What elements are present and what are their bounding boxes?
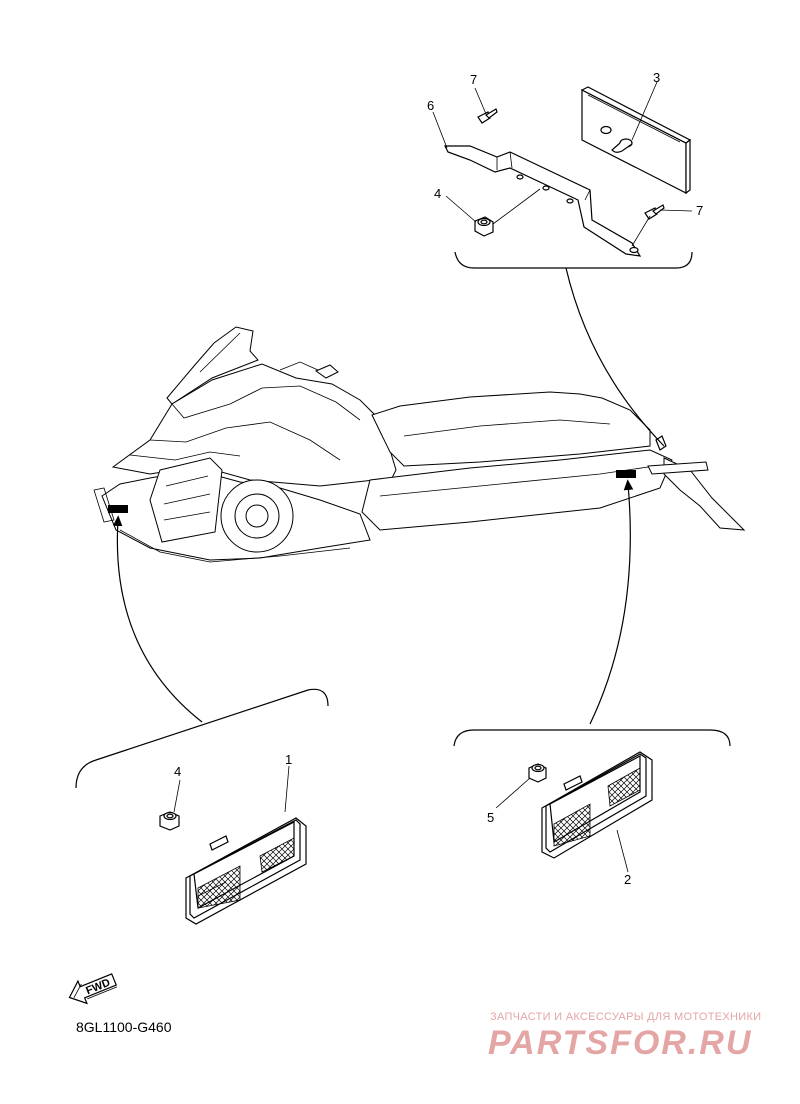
callout-2: 2: [624, 872, 631, 887]
plate-part-3: [580, 86, 692, 195]
connector-rear-reflector: [589, 479, 634, 725]
bracket-assembly-detail: 3 6 7 4 7: [427, 70, 703, 269]
snowmobile-illustration: [93, 326, 746, 563]
rivet-part-7-top: [477, 108, 498, 124]
front-reflector-location-marker: [108, 505, 128, 513]
rivet-part-7-right: [644, 204, 665, 220]
connector-top-to-rear: [565, 267, 665, 447]
front-reflector-detail: 4 1: [75, 688, 329, 925]
callout-5: 5: [487, 810, 494, 825]
reflector-part-1: [185, 817, 307, 925]
callout-4-bottom: 4: [174, 764, 181, 779]
callout-1: 1: [285, 752, 292, 767]
reflector-part-2: [541, 751, 653, 859]
detail-frame-left: [75, 688, 329, 789]
nut-part-4-top: [474, 216, 494, 237]
detail-frame-right: [453, 729, 731, 747]
rear-reflector-detail: 5 2: [453, 729, 731, 887]
detail-frame-top: [454, 251, 693, 269]
callout-6: 6: [427, 98, 434, 113]
callout-7-top: 7: [470, 72, 477, 87]
watermark-tagline: ЗАПЧАСТИ И АКСЕССУАРЫ ДЛЯ МОТОТЕХНИКИ: [490, 1011, 762, 1023]
nut-part-4-bottom: [159, 811, 180, 831]
rear-reflector-location-marker: [616, 470, 636, 478]
fwd-arrow-icon: FWD: [68, 973, 118, 1005]
nut-part-5: [528, 763, 547, 783]
callout-7-right: 7: [696, 203, 703, 218]
connector-front-reflector: [112, 515, 203, 723]
callout-3: 3: [653, 70, 660, 85]
watermark-brand: PARTSFOR.RU: [488, 1024, 753, 1062]
callout-4-top: 4: [434, 186, 441, 201]
bracket-part-6: [444, 145, 642, 257]
diagram-code: 8GL1100-G460: [76, 1019, 172, 1035]
